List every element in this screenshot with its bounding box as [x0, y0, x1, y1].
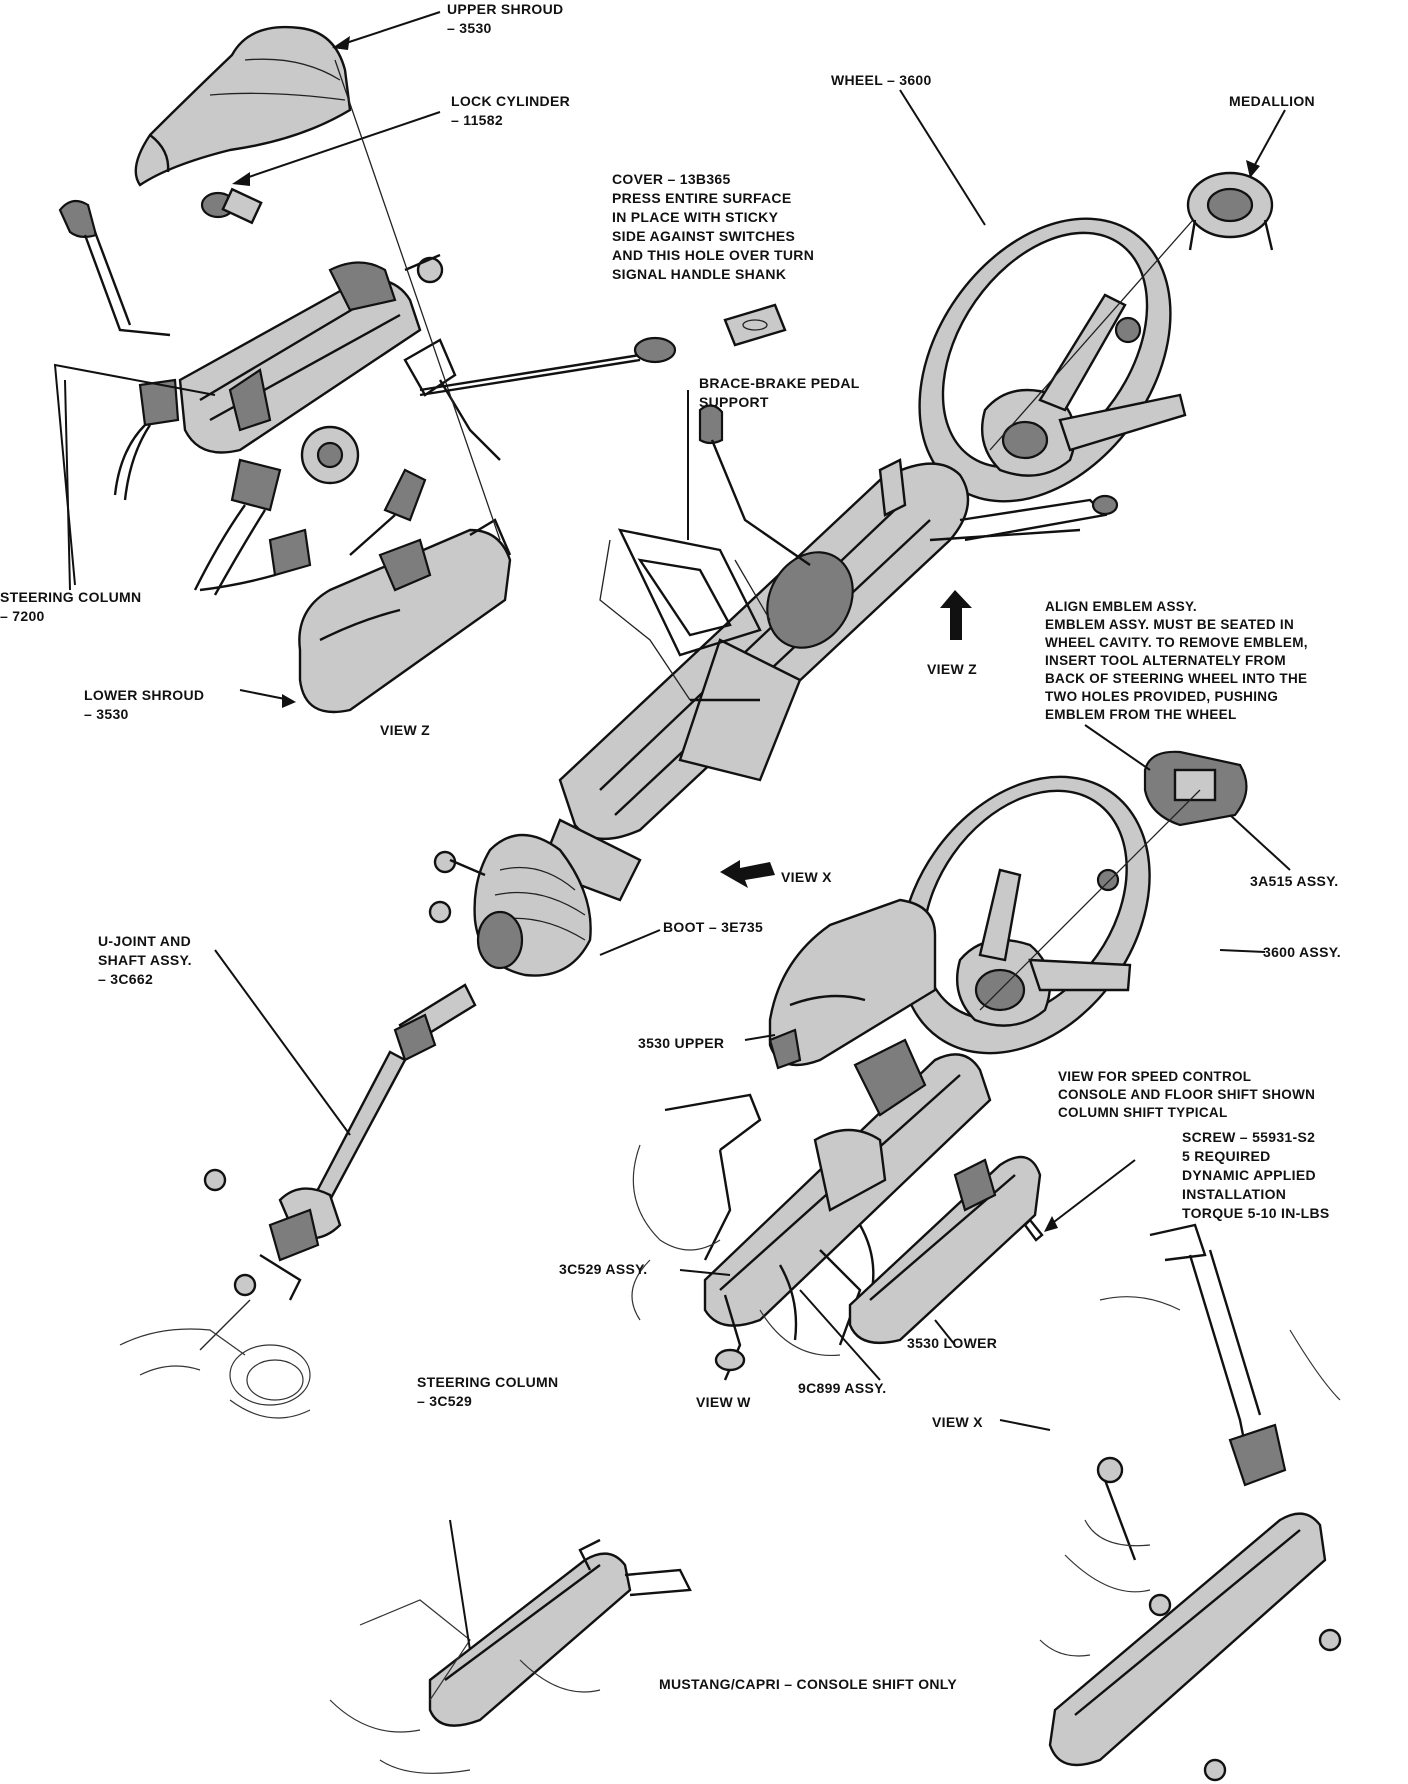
label-ujoint: U-JOINT AND SHAFT ASSY. – 3C662 [98, 933, 192, 987]
ujoint-shaft-3c662 [199, 983, 477, 1351]
upper-shroud-leader [339, 11, 441, 46]
lock-cylinder-leader [239, 111, 441, 181]
wiring-harness-left [113, 378, 427, 596]
emblem-3a515 [1143, 750, 1248, 827]
view-x-right-leader [999, 1419, 1051, 1431]
cover-13b365 [723, 303, 787, 347]
medallion [1186, 171, 1274, 251]
view-z-arrow [940, 590, 972, 640]
ujoint-leader [214, 949, 351, 1136]
label-3530-upper: 3530 UPPER [638, 1035, 725, 1051]
label-9c899-assy: 9C899 ASSY. [798, 1380, 887, 1396]
view-x-column-assembly [1039, 1223, 1342, 1782]
upper-shroud-3530-lower-view [768, 898, 937, 1070]
screw-55931-s2 [1023, 1218, 1044, 1242]
view-x-arrow [720, 860, 775, 888]
upper-3530-leader [744, 1034, 776, 1041]
label-upper-shroud: UPPER SHROUD – 3530 [447, 1, 564, 36]
boot-leader [599, 929, 661, 956]
label-steering-column-7200: STEERING COLUMN – 7200 [0, 589, 142, 624]
a3c529-leader [679, 1269, 731, 1276]
label-3530-lower: 3530 LOWER [907, 1335, 998, 1351]
brace-brake-pedal-support [599, 528, 771, 701]
label-steering-column-3c529: STEERING COLUMN – 3C529 [417, 1374, 559, 1409]
label-view-w: VIEW W [696, 1394, 751, 1410]
boot-3e735 [428, 833, 592, 977]
mounting-bracket-speed-view [631, 1093, 841, 1381]
label-view-z-right: VIEW Z [927, 661, 978, 677]
wheel-centerline [989, 194, 1216, 451]
medallion-arrow [1246, 160, 1260, 178]
shift-lever-center [698, 404, 1119, 566]
label-wheel: WHEEL – 3600 [831, 72, 932, 88]
label-medallion: MEDALLION [1229, 93, 1315, 109]
lower-3530-leader [934, 1319, 956, 1346]
label-boot: BOOT – 3E735 [663, 919, 764, 935]
lower-shroud-arrow [282, 694, 296, 708]
label-lower-shroud: LOWER SHROUD – 3530 [84, 687, 205, 722]
column-3c529-speed-view [703, 1038, 992, 1346]
upper-shroud [134, 25, 352, 187]
turn-signal-handle [419, 336, 677, 397]
label-view-x-center: VIEW X [781, 869, 832, 885]
medallion-leader [1251, 109, 1286, 171]
a3600-leader [1219, 949, 1266, 953]
upper-shroud-arrow [332, 36, 350, 50]
lower-shroud-leader [239, 689, 291, 701]
label-align-emblem: ALIGN EMBLEM ASSY. EMBLEM ASSY. MUST BE … [1045, 599, 1308, 722]
upper-shroud-guide [334, 59, 501, 541]
label-mustang-capri: MUSTANG/CAPRI – CONSOLE SHIFT ONLY [659, 1676, 957, 1692]
screw-arrow [1044, 1216, 1058, 1232]
steering-wheel-3600-assy [899, 775, 1151, 1055]
column-7200-assembly [178, 253, 501, 485]
screw-leader [1049, 1159, 1136, 1226]
a3a515-leader [1229, 814, 1291, 871]
main-steering-column [538, 458, 970, 902]
align-emblem-leader [1084, 724, 1151, 771]
label-3600-assy: 3600 ASSY. [1263, 944, 1341, 960]
mustang-console-column [329, 1538, 692, 1774]
label-cover: COVER – 13B365 PRESS ENTIRE SURFACE IN P… [612, 171, 815, 282]
shift-lever-left [58, 199, 171, 337]
wheel-leader [899, 89, 986, 226]
label-3a515: 3A515 ASSY. [1250, 873, 1339, 889]
emblem-centerline [979, 789, 1201, 1011]
steering-column-7200-leader-2 [64, 379, 71, 591]
lower-shroud [298, 518, 512, 714]
lock-cylinder-arrow [232, 172, 250, 186]
label-view-speed-control: VIEW FOR SPEED CONTROL CONSOLE AND FLOOR… [1058, 1069, 1316, 1120]
label-3c529-assy: 3C529 ASSY. [559, 1261, 648, 1277]
label-brace: BRACE-BRAKE PEDAL SUPPORT [699, 375, 860, 410]
lock-cylinder [200, 187, 263, 225]
steering-column-3c529-leader [449, 1519, 471, 1651]
label-lock-cylinder: LOCK CYLINDER – 11582 [451, 93, 571, 128]
a9c899-leader [799, 1289, 881, 1381]
label-view-x-right: VIEW X [932, 1414, 983, 1430]
steering-gear-outline [119, 1328, 311, 1419]
label-view-z-left: VIEW Z [380, 722, 431, 738]
label-screw: SCREW – 55931-S2 5 REQUIRED DYNAMIC APPL… [1182, 1129, 1330, 1221]
steering-wheel-3600 [918, 217, 1187, 503]
lower-shroud-3530-speed-view [848, 1155, 1042, 1345]
